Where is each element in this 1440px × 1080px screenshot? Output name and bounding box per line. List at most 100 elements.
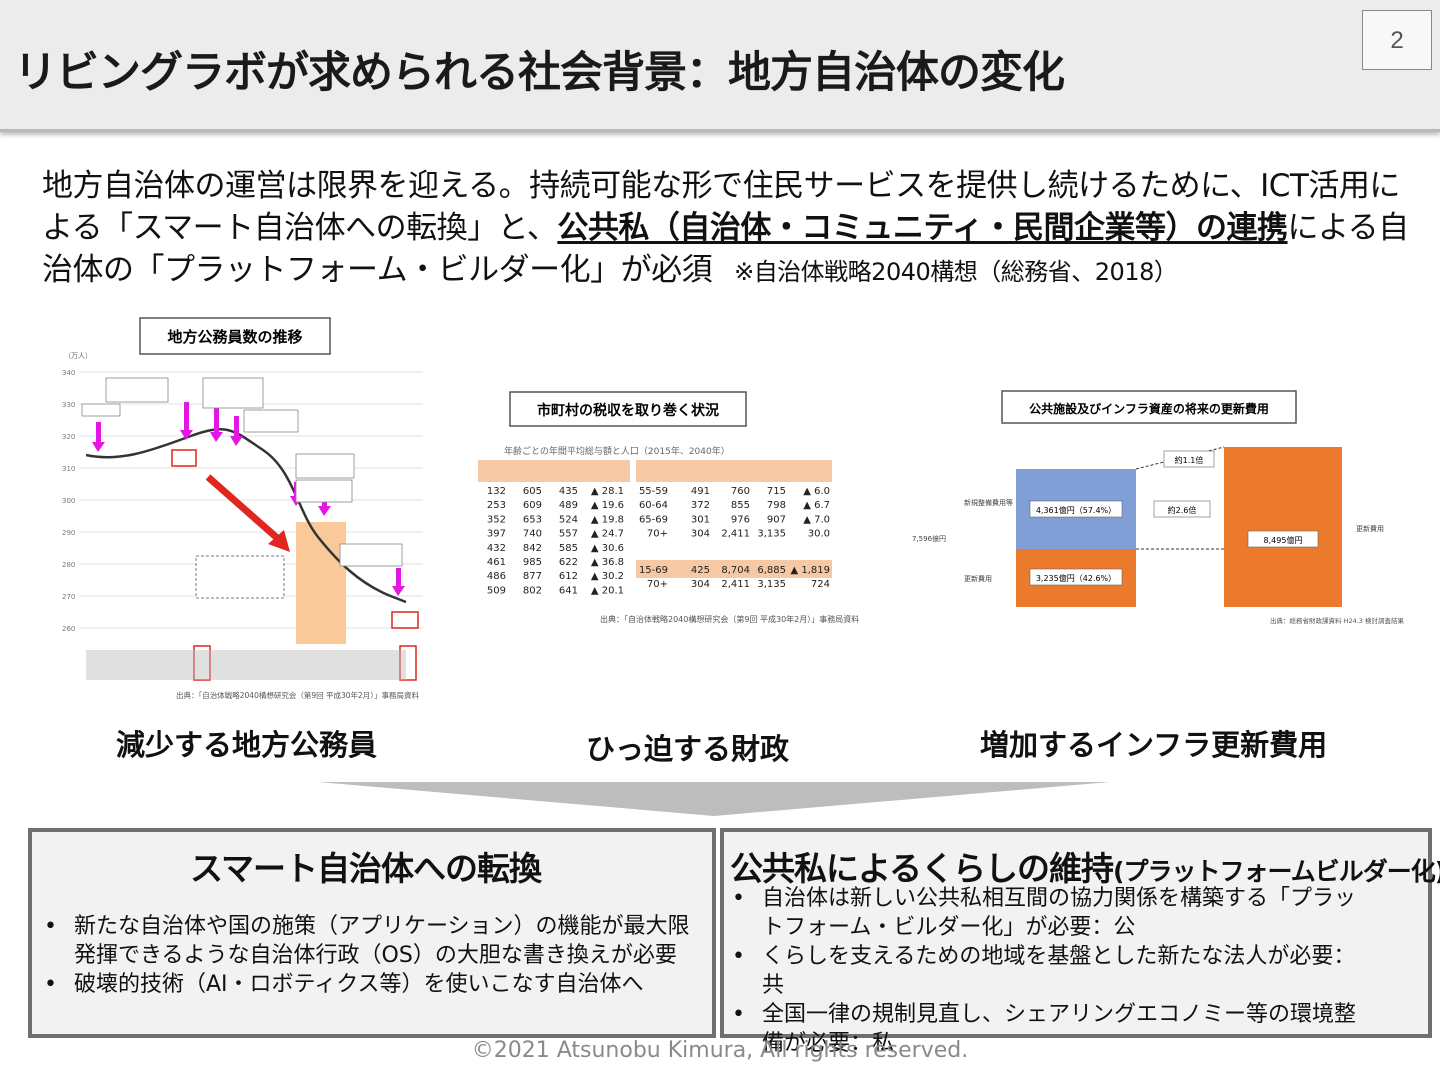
table-cell: 70+: [647, 579, 668, 590]
infra-ratio-2-box: [1153, 500, 1211, 518]
table-cell: 8,704: [721, 565, 750, 576]
table-cell: 352: [487, 514, 506, 525]
svg-text:280: 280: [62, 561, 75, 569]
table-cell: 2,411: [721, 579, 750, 590]
tax-figure: 市町村の税収を取り巻く状況 年齢ごとの年間平均総与額と人口（2015年、2040…: [478, 391, 859, 624]
tax-right-subheader: [636, 560, 832, 578]
table-cell: 486: [487, 571, 506, 582]
lead-text-strong: 公共私（自治体・コミュニティ・民間企業等）の連携: [557, 210, 1288, 246]
table-cell: 802: [523, 585, 542, 596]
staff-annotation-boxes: [81, 377, 403, 567]
lead-text-1: 地方自治体の運営は限界を迎える。持続可能な形で住民サービスを提供し続けるために、…: [42, 168, 1400, 246]
infra-label-current: 4,361億円（57.4%）: [1036, 505, 1116, 515]
table-cell: 524: [559, 514, 578, 525]
infra-label-renewal-now: 3,235億円（42.6%）: [1036, 573, 1116, 583]
staff-figure-source: 出典：「自治体戦略2040構想研究会（第9回 平成30年2月）」事務局資料: [176, 690, 420, 700]
tax-figure-subtitle: 年齢ごとの年間平均総与額と人口（2015年、2040年）: [504, 445, 730, 457]
infra-label-renewal-box: [1029, 568, 1123, 586]
table-cell: 622: [559, 557, 578, 568]
table-cell: 585: [559, 543, 578, 554]
table-cell: ▲ 19.6: [591, 500, 624, 511]
table-cell: 609: [523, 500, 542, 511]
table-cell: 6,885: [757, 565, 786, 576]
svg-text:330: 330: [62, 401, 75, 409]
table-cell: 489: [559, 500, 578, 511]
list-item: 自治体は新しい公共私相互間の協力関係を構築する「プラットフォーム・ビルダー化」が…: [728, 884, 1368, 942]
platform-builder-box: 公共私によるくらしの維持(プラットフォームビルダー化) 自治体は新しい公共私相互…: [720, 828, 1440, 1056]
table-cell: 425: [691, 565, 710, 576]
staff-x-ticks: [86, 650, 406, 680]
decline-arrow: [205, 474, 287, 547]
table-cell: ▲ 24.7: [591, 529, 624, 540]
table-cell: 2,411: [721, 529, 750, 540]
decline-arrow-head: [268, 530, 290, 552]
converge-funnel: [318, 782, 1110, 816]
table-cell: 253: [487, 500, 506, 511]
table-cell: 509: [487, 585, 506, 596]
table-cell: 798: [767, 500, 786, 511]
table-cell: 491: [691, 486, 710, 497]
platform-builder-title: 公共私によるくらしの維持(プラットフォームビルダー化): [730, 842, 1440, 890]
list-item: くらしを支えるための地域を基盤とした新たな法人が必要：共: [728, 942, 1368, 1000]
platform-builder-list: 自治体は新しい公共私相互間の協力関係を構築する「プラットフォーム・ビルダー化」が…: [728, 884, 1368, 1058]
infra-ratio-2: 約2.6倍: [1168, 505, 1197, 515]
table-cell: 132: [487, 486, 506, 497]
staff-highlight-boxes: [171, 449, 419, 681]
staff-figure-title-box: [139, 317, 331, 355]
page-number: 2: [1362, 10, 1432, 70]
infra-label-renew: 更新費用: [964, 574, 992, 583]
table-cell: ▲ 30.6: [591, 543, 624, 554]
tax-left-header: [478, 460, 630, 482]
table-cell: 301: [691, 514, 710, 525]
smart-government-list: 新たな自治体や国の施策（アプリケーション）の機能が最大限発揮できるような自治体行…: [40, 912, 700, 999]
platform-builder-title-small: (プラットフォームビルダー化): [1113, 857, 1440, 886]
table-cell: 3,135: [757, 529, 786, 540]
table-cell: 641: [559, 585, 578, 596]
tax-figure-title-box: [509, 391, 747, 427]
svg-text:310: 310: [62, 465, 75, 473]
table-cell: ▲ 6.0: [803, 486, 830, 497]
table-cell: 653: [523, 514, 542, 525]
table-cell: 397: [487, 529, 506, 540]
caption-staff: 減少する地方公務員: [116, 728, 378, 762]
table-cell: 855: [731, 500, 750, 511]
infra-figure-title: 公共施設及びインフラ資産の将来の更新費用: [1029, 401, 1269, 416]
table-cell: 877: [523, 571, 542, 582]
lead-source: ※自治体戦略2040構想（総務省、2018）: [734, 258, 1178, 286]
tax-right-header: [636, 460, 832, 482]
infra-label-future: 8,495億円: [1264, 535, 1303, 545]
svg-text:270: 270: [62, 593, 75, 601]
table-cell: 55-59: [639, 486, 668, 497]
table-cell: 60-64: [639, 500, 668, 511]
svg-text:290: 290: [62, 529, 75, 537]
staff-figure-unit: （万人）: [64, 352, 92, 360]
table-cell: 435: [559, 486, 578, 497]
table-cell: 3,135: [757, 579, 786, 590]
table-cell: 976: [731, 514, 750, 525]
table-cell: 715: [767, 486, 786, 497]
infra-left-axis: 7,596億円: [912, 534, 946, 543]
table-cell: 760: [731, 486, 750, 497]
table-cell: ▲ 20.1: [591, 585, 624, 596]
infra-ratio-1-box: [1163, 450, 1215, 468]
svg-text:300: 300: [62, 497, 75, 505]
svg-text:260: 260: [62, 625, 75, 633]
table-cell: ▲ 6.7: [803, 500, 830, 511]
infra-figure-source: 出典：総務省財政課資料 H24.3 検討調査結果: [1270, 616, 1404, 625]
platform-builder-title-main: 公共私によるくらしの維持: [730, 849, 1114, 888]
table-cell: 304: [691, 529, 710, 540]
copyright: ©2021 Atsunobu Kimura, All rights reserv…: [471, 1038, 969, 1063]
infra-label-new: 新規整備費用等: [964, 498, 1013, 507]
table-cell: ▲ 19.8: [591, 514, 624, 525]
staff-trend-line: [85, 428, 407, 604]
table-cell: 65-69: [639, 514, 668, 525]
infra-figure: 公共施設及びインフラ資産の将来の更新費用 4,361億円（57.4%） 3,23…: [912, 390, 1404, 625]
table-cell: 612: [559, 571, 578, 582]
table-cell: 907: [767, 514, 786, 525]
table-cell: 740: [523, 529, 542, 540]
table-cell: 605: [523, 486, 542, 497]
